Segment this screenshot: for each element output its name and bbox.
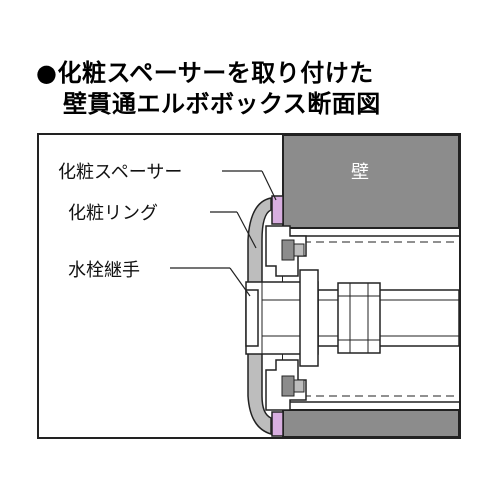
title-line-2: 壁貫通エルボボックス断面図 xyxy=(63,90,381,118)
diagram-title: ●化粧スペーサーを取り付けた 壁貫通エルボボックス断面図 xyxy=(36,58,381,120)
label-decorative-spacer: 化粧スペーサー xyxy=(58,162,183,183)
title-line-1: ●化粧スペーサーを取り付けた xyxy=(36,59,374,87)
label-faucet-fitting: 水栓継手 xyxy=(68,260,140,281)
label-wall: 壁 xyxy=(351,162,369,183)
label-decorative-ring: 化粧リング xyxy=(68,203,158,224)
decorative-spacer-top xyxy=(271,195,284,225)
decorative-spacer-bottom xyxy=(271,411,284,437)
pipe-nut xyxy=(337,282,381,354)
